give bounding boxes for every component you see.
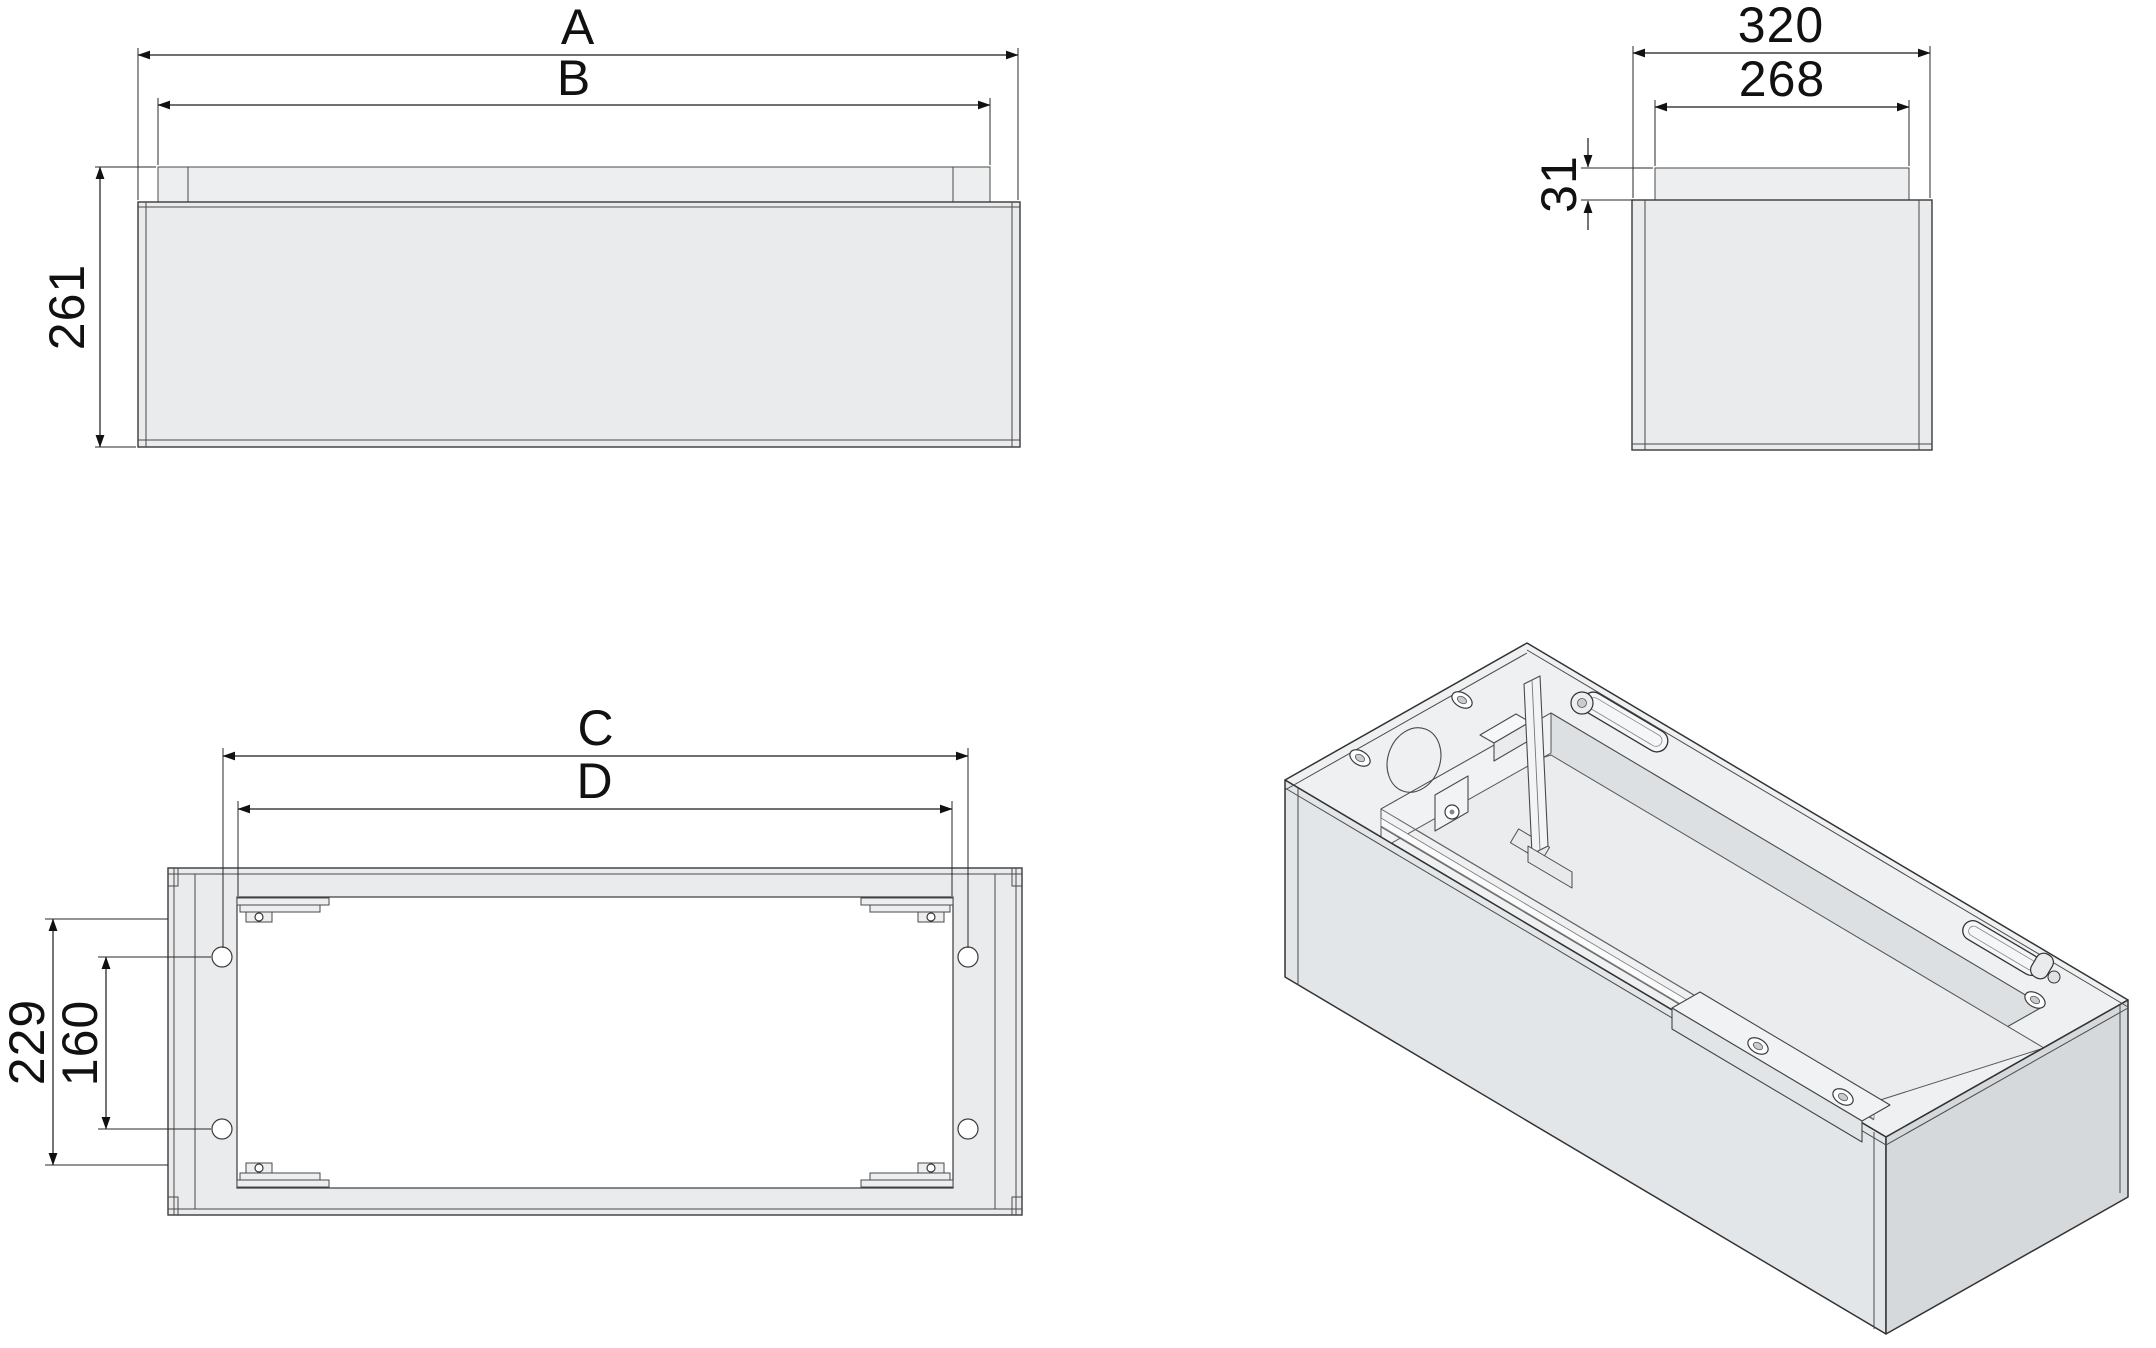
side-body-panel: [1631, 199, 1933, 451]
slide-bracket-bottom-right: [860, 1162, 954, 1188]
cabinet-side-view: 320 268 31: [1531, 0, 1933, 451]
dim-C: C: [222, 700, 969, 948]
dim-160: 160: [52, 956, 211, 1130]
dim-261: 261: [39, 166, 156, 448]
iso-right-panel: [1885, 999, 2129, 1335]
dim-A-label: A: [561, 0, 595, 55]
dim-31-label: 31: [1531, 155, 1587, 213]
dim-D: D: [237, 753, 953, 896]
front-body-panel: [137, 201, 1021, 448]
slide-bracket-top-left: [236, 897, 330, 923]
front-top-lip: [157, 166, 991, 203]
mounting-hole-left-top: [211, 946, 233, 968]
mounting-hole-right-bottom: [957, 1118, 979, 1140]
side-top-lip: [1654, 167, 1910, 201]
dim-229-label: 229: [0, 999, 55, 1085]
dim-261-label: 261: [39, 264, 95, 350]
slide-bracket-bottom-left: [236, 1162, 330, 1188]
mounting-hole-right-top: [957, 946, 979, 968]
dim-A: A: [137, 0, 1019, 200]
dim-B-label: B: [557, 50, 591, 106]
iso-latch-back-left: [1570, 691, 1669, 753]
dim-268-label: 268: [1739, 51, 1825, 107]
cable-hole: [1386, 727, 1442, 793]
cabinet-plan-view: C D 229 160: [0, 700, 1023, 1216]
mounting-bracket: [1434, 775, 1469, 832]
dim-229: 229: [0, 918, 168, 1166]
iso-rim-screw-holes: [1349, 691, 2046, 1009]
dim-320-label: 320: [1738, 0, 1824, 53]
dim-268: 268: [1654, 51, 1910, 166]
dim-C-label: C: [577, 700, 614, 756]
cabinet-isometric-view: [1284, 642, 2129, 1335]
plan-inner-opening: [236, 896, 954, 1189]
mounting-hole-left-bottom: [211, 1118, 233, 1140]
dim-B: B: [157, 50, 991, 165]
dim-320: 320: [1632, 0, 1931, 198]
slide-bracket-top-right: [860, 897, 954, 923]
dim-160-label: 160: [52, 1000, 108, 1086]
dim-31: 31: [1531, 138, 1653, 230]
iso-left-wall-hardware: [1386, 675, 1573, 889]
dim-D-label: D: [576, 753, 613, 809]
iso-front-right-rail: [1671, 991, 1891, 1143]
iso-latch-right: [1962, 919, 2061, 984]
cabinet-front-view: A B 261: [39, 0, 1021, 448]
